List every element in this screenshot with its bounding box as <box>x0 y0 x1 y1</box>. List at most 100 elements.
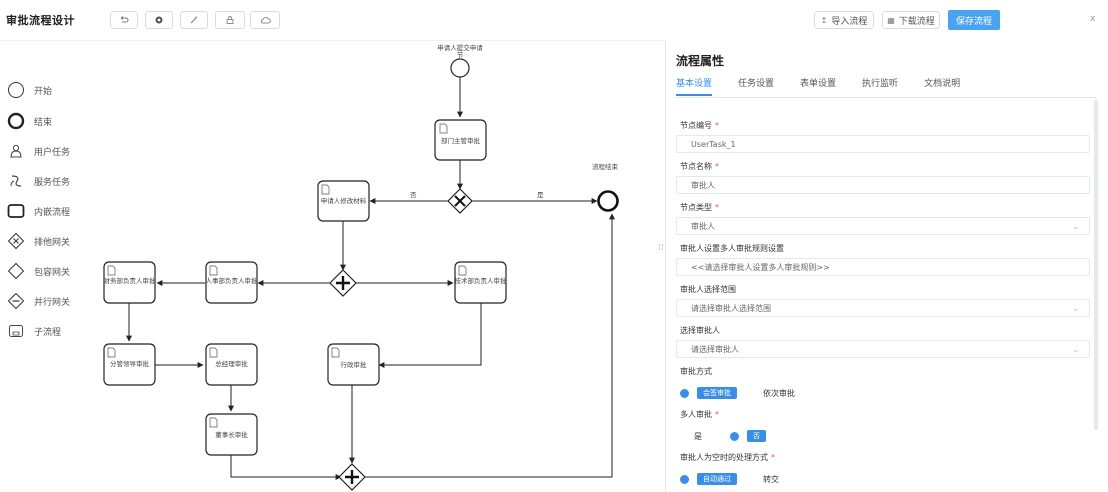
node-type-select[interactable]: 审批人⌄ <box>676 217 1090 235</box>
element-palette: 开始 结束 用户任务 服务任务 内嵌流程 排他网关 包容网关 并行网关 子流程 <box>0 40 100 492</box>
cloud-button[interactable] <box>250 11 280 29</box>
group-icon <box>6 321 26 341</box>
fit-icon <box>155 16 163 24</box>
start-event[interactable] <box>450 58 470 78</box>
bpmn-canvas[interactable]: 申请人提交申请 节 流程结束 否 是 部门主管审批 <box>100 40 665 492</box>
task-revise[interactable] <box>317 180 370 222</box>
undo-button[interactable] <box>110 11 138 29</box>
task-b2[interactable] <box>205 343 258 386</box>
field-label-scope: 审批人选择范围 <box>680 285 736 294</box>
magic-icon <box>190 16 197 24</box>
palette-item-end[interactable]: 结束 <box>6 111 96 131</box>
undo-icon <box>120 16 129 23</box>
palette-item-start[interactable]: 开始 <box>6 80 96 100</box>
export-button[interactable]: ▦ 下载流程 <box>882 11 940 29</box>
task-apply[interactable] <box>434 119 487 161</box>
node-name-input[interactable]: 审批人 <box>676 176 1090 194</box>
properties-panel: 流程属性 基本设置 任务设置 表单设置 执行监听 文档说明 节点编号* User… <box>665 40 1108 492</box>
tab-doc[interactable]: 文档说明 <box>924 79 961 89</box>
import-icon: ↥ <box>820 15 828 25</box>
start-event-label-2: 节 <box>457 51 464 59</box>
palette-label: 子流程 <box>34 327 62 338</box>
tab-basic[interactable]: 基本设置 <box>676 76 713 96</box>
task-b1-label: 分管领导审批 <box>110 359 150 368</box>
inclusive-gateway-icon <box>6 261 26 281</box>
field-label-assignee: 选择审批人 <box>680 326 720 335</box>
exclusive-gateway-icon <box>6 231 26 251</box>
task-right1[interactable] <box>454 261 507 304</box>
radio-multi-2[interactable] <box>730 431 739 441</box>
radio-empty-2-label[interactable]: 转交 <box>763 474 779 484</box>
task-left2-label: 人事部负责人审批 <box>206 276 259 285</box>
radio-mode-1-label: 会签审批 <box>697 387 737 399</box>
panel-resize-handle[interactable]: ⁞⁞ <box>658 243 664 253</box>
node-id-input[interactable]: UserTask_1 <box>676 135 1090 153</box>
radio-mode-1[interactable] <box>680 388 689 398</box>
import-button[interactable]: ↥ 导入流程 <box>814 11 874 29</box>
export-label: 下载流程 <box>898 16 935 27</box>
field-label-name: 节点名称* <box>680 162 719 171</box>
import-label: 导入流程 <box>831 16 868 27</box>
palette-item-group[interactable]: 子流程 <box>6 321 96 341</box>
palette-item-inclusive-gateway[interactable]: 包容网关 <box>6 261 96 281</box>
lock-button[interactable] <box>215 11 245 29</box>
field-label-id: 节点编号* <box>680 121 719 130</box>
radio-multi-1-label[interactable]: 是 <box>694 431 702 441</box>
close-icon[interactable]: x <box>1090 14 1096 24</box>
palette-item-service-task[interactable]: 服务任务 <box>6 171 96 191</box>
field-label-type: 节点类型* <box>680 203 719 212</box>
field-label-rule: 审批人设置多人审批规则设置 <box>680 244 784 253</box>
tab-task[interactable]: 任务设置 <box>738 79 775 89</box>
palette-item-user-task[interactable]: 用户任务 <box>6 141 96 161</box>
field-label-multi: 多人审批* <box>680 410 719 419</box>
palette-label: 内嵌流程 <box>34 207 71 218</box>
task-mid[interactable] <box>327 343 380 386</box>
tab-form[interactable]: 表单设置 <box>800 79 837 89</box>
task-mid-label: 行政审批 <box>341 360 368 369</box>
task-b1[interactable] <box>103 343 156 386</box>
end-event[interactable] <box>597 190 619 212</box>
cloud-icon <box>260 17 271 24</box>
palette-label: 排他网关 <box>34 237 71 248</box>
app-title: 审批流程设计 <box>6 14 75 27</box>
parallel-gateway[interactable] <box>329 269 357 297</box>
palette-label: 并行网关 <box>34 297 71 308</box>
chevron-down-icon: ⌄ <box>1072 222 1079 231</box>
panel-scrollbar[interactable] <box>1094 100 1098 430</box>
chevron-down-icon: ⌄ <box>1072 345 1079 354</box>
bpmn-diagram: 申请人提交申请 节 流程结束 否 是 部门主管审批 <box>103 43 619 491</box>
field-label-empty: 审批人为空时的处理方式* <box>680 453 775 462</box>
palette-item-exclusive-gateway[interactable]: 排他网关 <box>6 231 96 251</box>
task-b3[interactable] <box>205 413 258 456</box>
parallel-gateway-join[interactable] <box>338 463 366 491</box>
exclusive-gateway[interactable] <box>447 188 473 214</box>
palette-item-subprocess[interactable]: 内嵌流程 <box>6 201 96 221</box>
rule-select[interactable]: <<请选择审批人设置多人审批规则>> <box>676 258 1090 276</box>
save-process-button[interactable]: 保存流程 <box>948 10 1000 30</box>
empty-radio-group: 自动通过 转交 <box>676 471 1090 487</box>
task-left1[interactable] <box>103 261 156 304</box>
task-left2[interactable] <box>205 261 258 304</box>
parallel-gateway-icon <box>6 291 26 311</box>
radio-mode-2-label[interactable]: 依次审批 <box>763 388 795 398</box>
palette-label: 结束 <box>34 117 53 128</box>
properties-form: 节点编号* UserTask_1 节点名称* 审批人 节点类型* 审批人⌄ 审批… <box>676 112 1090 487</box>
palette-item-parallel-gateway[interactable]: 并行网关 <box>6 291 96 311</box>
top-toolbar: 审批流程设计 ↥ 导入流程 ▦ 下载流程 保存流程 x <box>0 0 1108 41</box>
tab-divider <box>676 97 1096 98</box>
palette-label: 开始 <box>34 86 53 97</box>
tab-listener[interactable]: 执行监听 <box>862 79 899 89</box>
chevron-down-icon: ⌄ <box>1072 304 1079 313</box>
edge-label-no: 否 <box>410 191 417 199</box>
radio-empty-1[interactable] <box>680 474 689 484</box>
task-b3-label: 董事长审批 <box>215 430 248 439</box>
fit-button[interactable] <box>145 11 173 29</box>
assignee-select[interactable]: 请选择审批人⌄ <box>676 340 1090 358</box>
mode-radio-group: 会签审批 依次审批 <box>676 385 1090 401</box>
palette-label: 服务任务 <box>34 177 71 188</box>
lock-icon <box>226 16 234 24</box>
scope-select[interactable]: 请选择审批人选择范围⌄ <box>676 299 1090 317</box>
palette-label: 用户任务 <box>34 147 71 158</box>
field-label-mode: 审批方式 <box>680 367 712 376</box>
magic-button[interactable] <box>180 11 208 29</box>
